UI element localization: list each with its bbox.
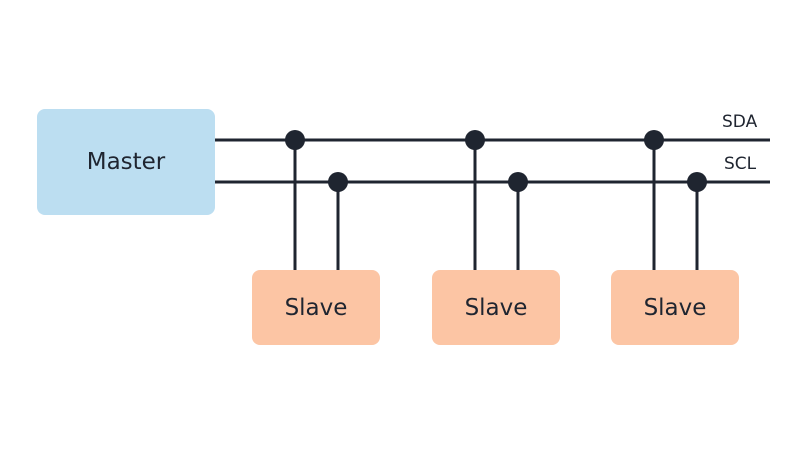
slave-3-scl-junction: [687, 172, 707, 192]
slave-1-scl-junction: [328, 172, 348, 192]
slave-2-sda-junction: [465, 130, 485, 150]
slave-label: Slave: [464, 294, 528, 321]
slave-box-3: Slave: [611, 270, 739, 345]
slave-3-sda-junction: [644, 130, 664, 150]
slave-label: Slave: [643, 294, 707, 321]
master-box: Master: [37, 109, 215, 215]
scl-label: SCL: [724, 154, 757, 174]
slave-box-1: Slave: [252, 270, 380, 345]
sda-label: SDA: [722, 112, 758, 132]
slave-1-sda-junction: [285, 130, 305, 150]
slave-label: Slave: [284, 294, 348, 321]
slave-box-2: Slave: [432, 270, 560, 345]
slave-2-scl-junction: [508, 172, 528, 192]
master-label: Master: [86, 149, 166, 175]
